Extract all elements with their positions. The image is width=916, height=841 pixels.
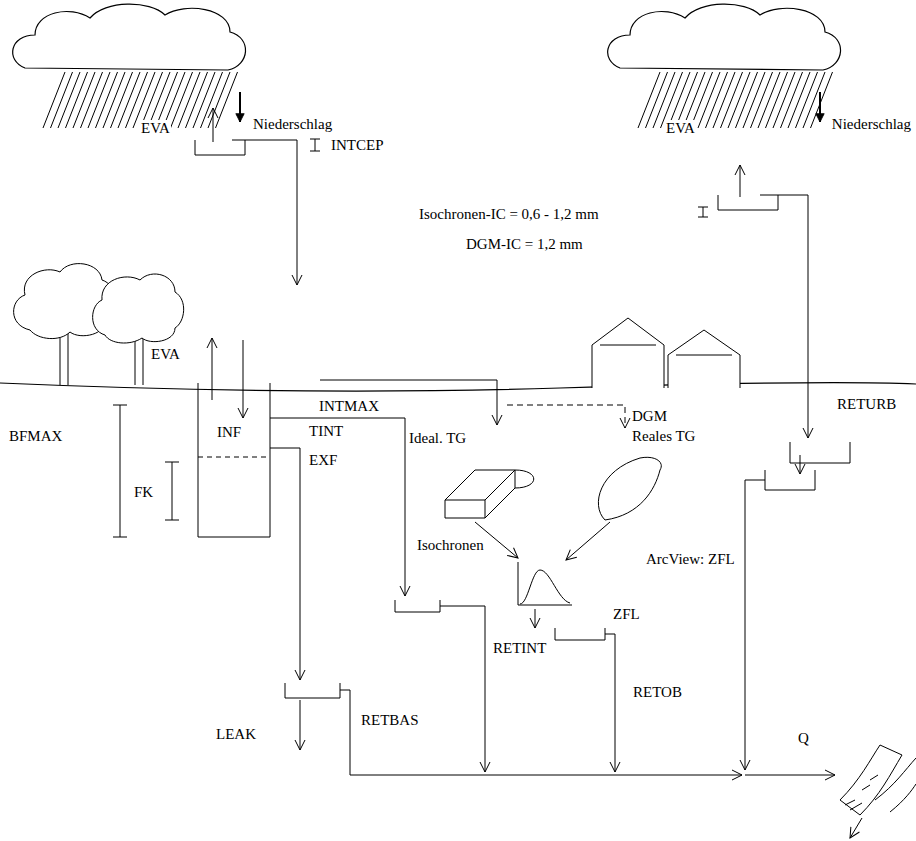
houses xyxy=(592,318,740,388)
field-capacity-level xyxy=(198,457,270,458)
label: RETOB xyxy=(632,684,683,701)
fk-bracket xyxy=(165,462,179,520)
evaporation-arrow xyxy=(213,108,214,142)
label: ZFL xyxy=(612,606,641,623)
label: BFMAX xyxy=(8,428,63,445)
flow-line xyxy=(745,480,765,770)
ground-surface xyxy=(0,383,916,391)
label: Isochronen xyxy=(416,537,485,554)
flow-line xyxy=(507,405,625,428)
flow-line xyxy=(232,140,297,285)
flow-line xyxy=(760,195,808,438)
real-catchment xyxy=(598,457,661,520)
label: Isochronen-IC = 0,6 - 1,2 mm xyxy=(418,206,600,223)
label: Reales TG xyxy=(631,428,696,445)
interflow-storage xyxy=(395,600,440,612)
label: INF xyxy=(216,424,242,441)
label: EVA xyxy=(150,346,181,363)
label: EVA xyxy=(665,120,696,137)
precipitation-arrow xyxy=(819,92,821,122)
flow-line xyxy=(535,609,536,628)
label: DGM-IC = 1,2 mm xyxy=(465,236,584,253)
baseflow-storage xyxy=(285,683,340,698)
label: Niederschlag xyxy=(831,116,912,133)
label: ArcView: ZFL xyxy=(645,551,736,568)
flow-line xyxy=(270,448,300,680)
evaporation-arrow xyxy=(740,165,741,197)
label: EXF xyxy=(308,452,338,469)
urban-storage xyxy=(790,442,850,463)
unit-hydrograph xyxy=(518,562,572,605)
leakage-arrow xyxy=(300,700,301,750)
label: Ideal. TG xyxy=(408,430,467,447)
urban-storage xyxy=(765,470,815,490)
label: TINT xyxy=(308,423,344,440)
flow-line xyxy=(340,690,742,775)
label: RETURB xyxy=(836,396,897,413)
zfl-storage xyxy=(555,628,605,640)
flow-line xyxy=(270,418,405,596)
label: INTMAX xyxy=(318,398,380,415)
flow-line xyxy=(566,522,610,560)
flow-line xyxy=(440,606,485,772)
infiltration-arrow xyxy=(243,340,244,418)
capacity-bracket xyxy=(310,139,320,151)
soil-storage xyxy=(198,383,270,537)
interception-storage xyxy=(195,140,245,155)
evaporation-arrow xyxy=(212,338,213,400)
discharge-arrow xyxy=(745,775,835,776)
label: DGM xyxy=(631,408,668,425)
label: Niederschlag xyxy=(252,116,333,133)
precipitation-arrow xyxy=(239,92,241,122)
capacity-bracket xyxy=(698,207,708,217)
rain-stroke xyxy=(216,72,238,128)
flow-line xyxy=(605,634,615,772)
rain-stroke xyxy=(811,72,833,128)
river-symbol xyxy=(840,745,916,838)
ideal-catchment xyxy=(445,470,534,518)
label: RETBAS xyxy=(360,712,420,729)
label: EVA xyxy=(140,120,171,137)
cloud xyxy=(13,4,246,70)
label: FK xyxy=(133,484,154,501)
trees xyxy=(14,264,184,385)
interception-storage xyxy=(718,195,778,210)
flow-line xyxy=(800,455,801,474)
cloud xyxy=(608,4,841,70)
label: RETINT xyxy=(492,640,547,657)
bfmax-bracket xyxy=(113,405,127,537)
label: Q xyxy=(797,730,810,747)
label: LEAK xyxy=(215,726,257,743)
label: INTCEP xyxy=(330,137,385,154)
